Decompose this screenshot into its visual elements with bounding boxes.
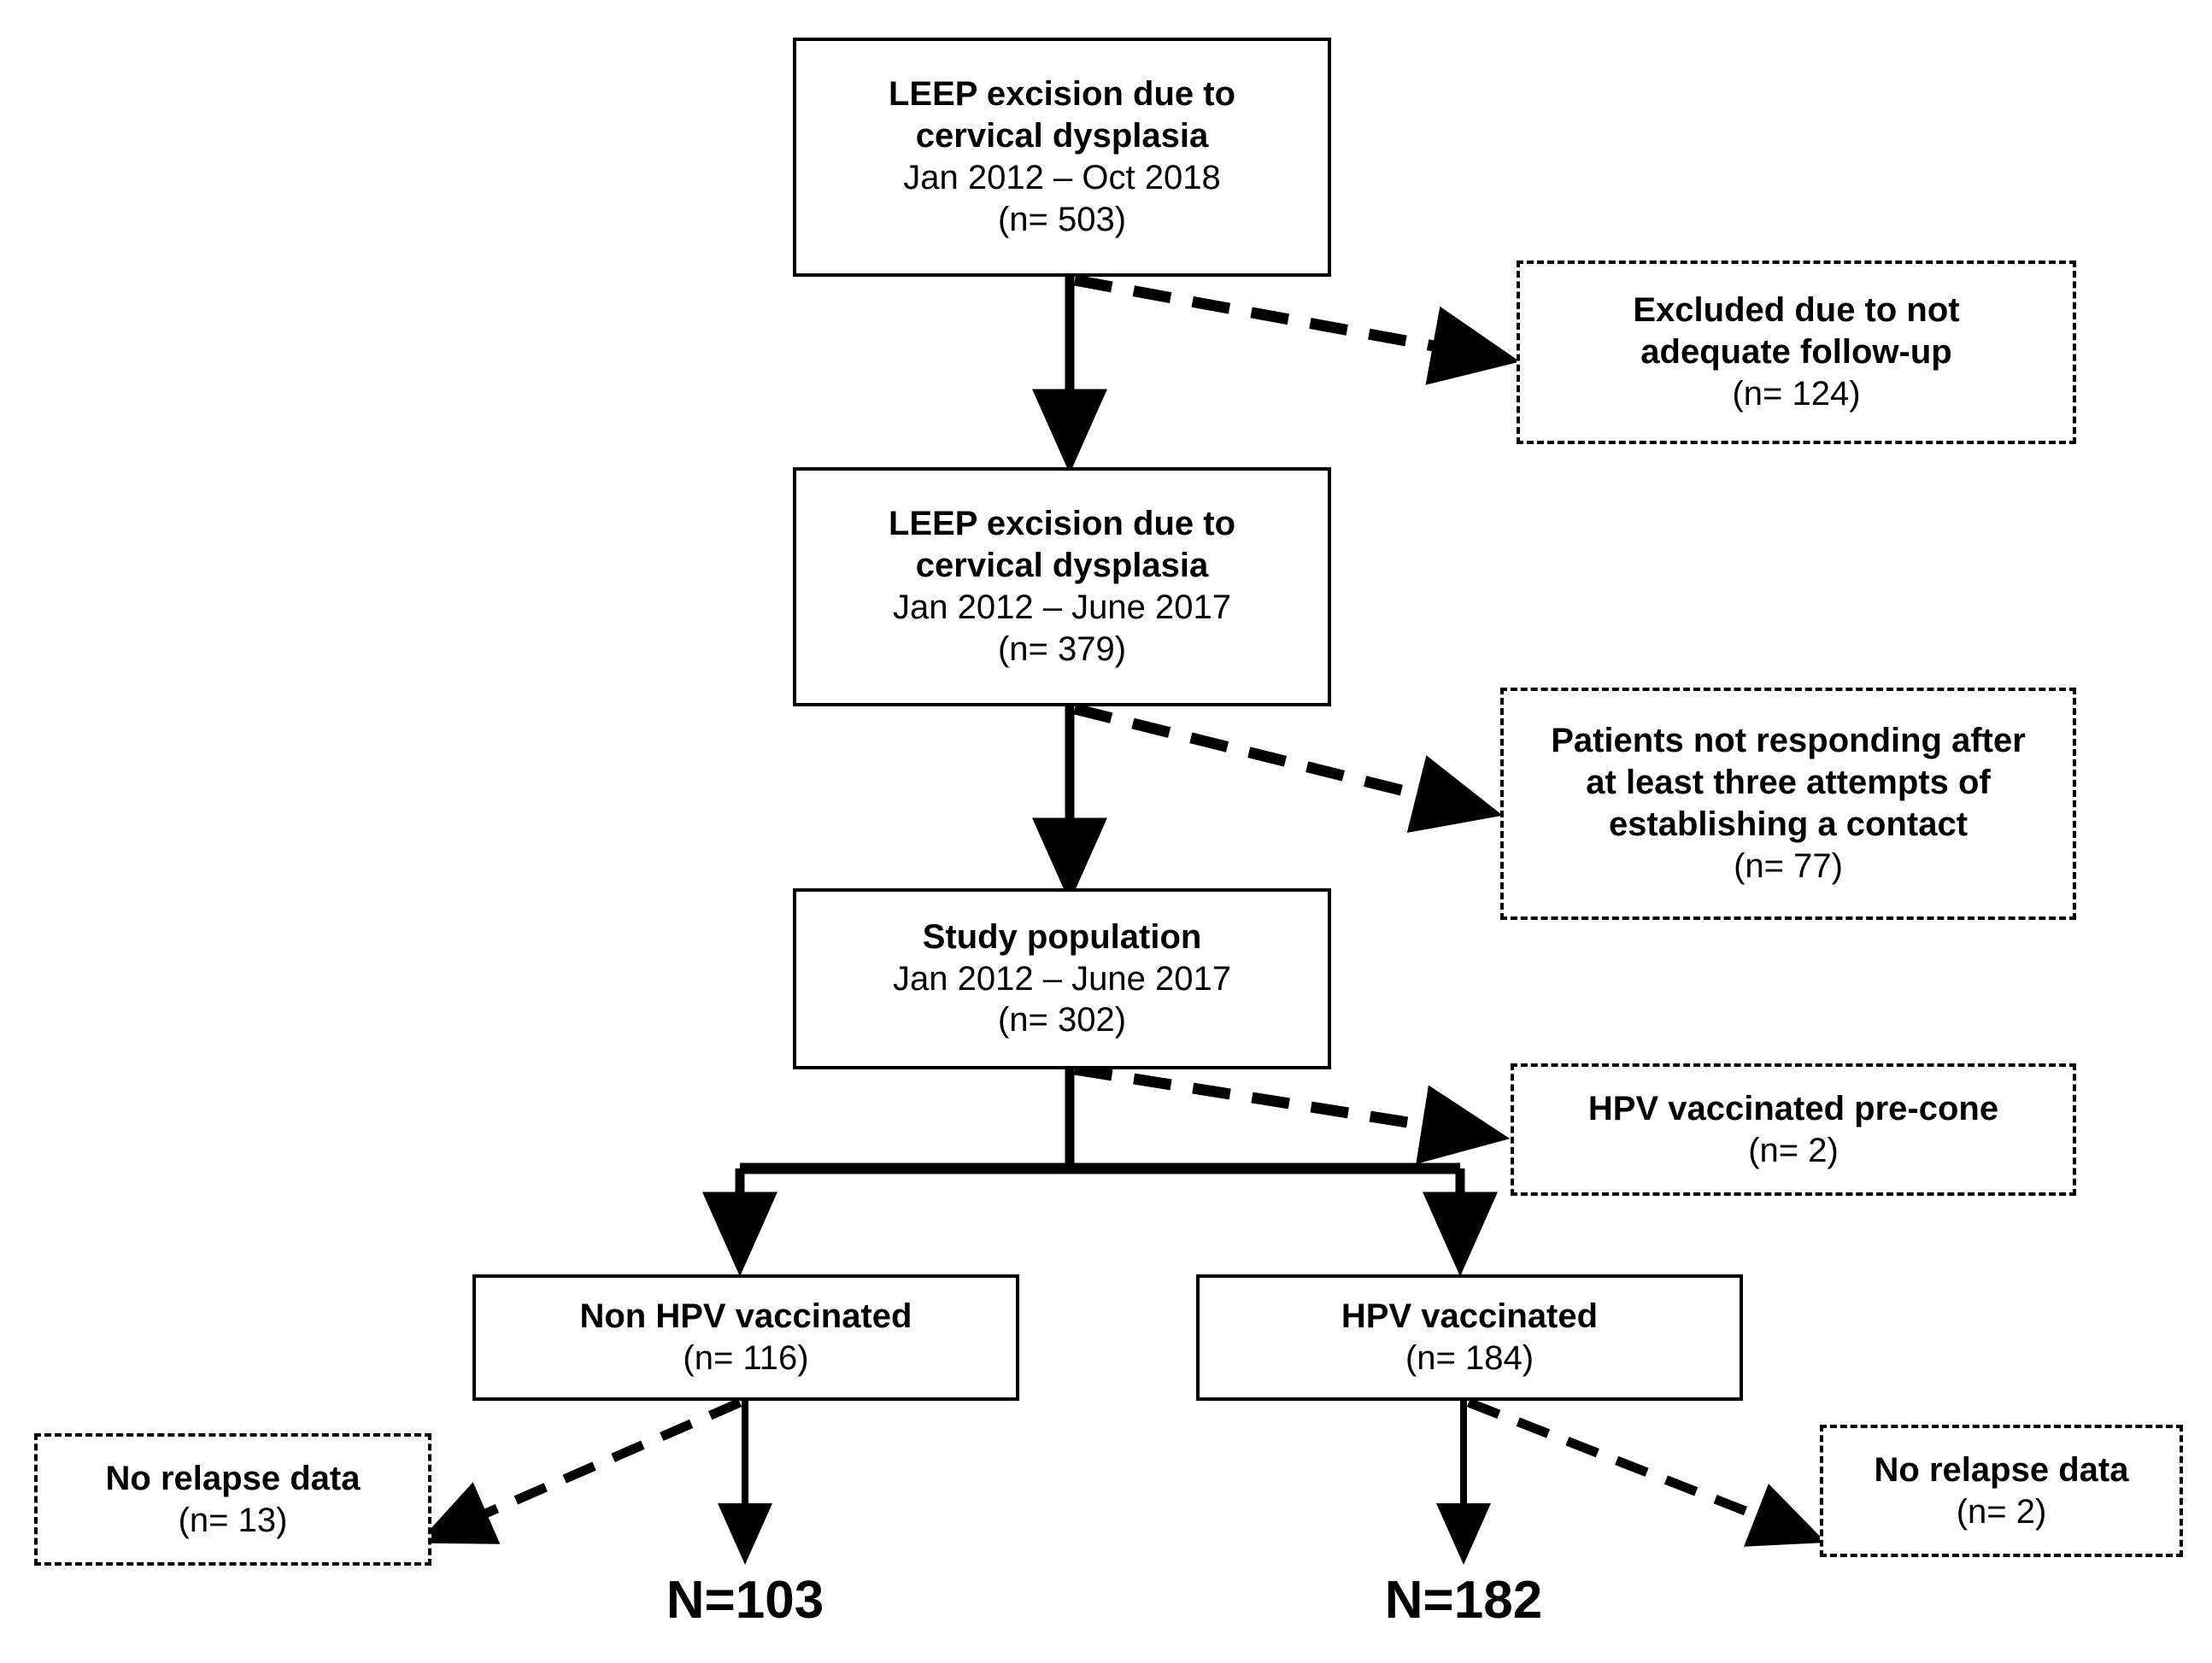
node-excluded-nonresponders-line-3: establishing a contact (1608, 805, 1969, 843)
node-no-relapse-left-line-1: No relapse data (105, 1459, 361, 1497)
node-source-cohort-line-1: LEEP excision due to (888, 75, 1236, 114)
node-study-population-line-1: Study population (922, 917, 1202, 956)
node-source-cohort-line-2: cervical dysplasia (915, 117, 1209, 155)
node-vaccinated-line-1: HPV vaccinated (1341, 1297, 1599, 1336)
node-non-vaccinated-line-2: (n= 116) (683, 1339, 809, 1377)
terminal-vaccinated-total: N=182 (1384, 1571, 1543, 1630)
node-excluded-nonresponders-line-2: at least three attempts of (1586, 764, 1991, 802)
node-study-population[interactable]: Study population Jan 2012 – June 2017 (n… (793, 888, 1331, 1069)
node-excluded-precone-line-2: (n= 2) (1748, 1131, 1839, 1169)
node-eligible-cohort-line-1: LEEP excision due to (888, 505, 1236, 543)
node-excluded-followup[interactable]: Excluded due to not adequate follow-up (… (1517, 261, 2076, 444)
node-excluded-followup-line-1: Excluded due to not (1633, 291, 1960, 330)
node-no-relapse-right-line-2: (n= 2) (1956, 1492, 2047, 1531)
arrow-study-to-excluded-precone (1073, 1063, 1511, 1164)
node-eligible-cohort-line-2: cervical dysplasia (915, 547, 1209, 585)
node-excluded-followup-line-3: (n= 124) (1732, 374, 1861, 413)
node-source-cohort-line-4: (n= 503) (997, 200, 1127, 238)
node-excluded-precone[interactable]: HPV vaccinated pre-cone (n= 2) (1511, 1063, 2076, 1196)
node-no-relapse-right[interactable]: No relapse data (n= 2) (1820, 1425, 2183, 1557)
terminal-non-vaccinated-total: N=103 (666, 1571, 824, 1630)
node-excluded-followup-line-2: adequate follow-up (1640, 333, 1952, 372)
node-eligible-cohort-line-4: (n= 379) (997, 629, 1127, 668)
node-source-cohort-line-3: Jan 2012 – Oct 2018 (903, 159, 1221, 196)
node-non-vaccinated-line-1: Non HPV vaccinated (579, 1297, 912, 1336)
node-non-vaccinated[interactable]: Non HPV vaccinated (n= 116) (472, 1274, 1019, 1401)
arrow-source-to-excluded-followup (1073, 274, 1521, 385)
node-study-population-line-3: (n= 302) (997, 1001, 1127, 1039)
node-no-relapse-left-line-2: (n= 13) (178, 1501, 288, 1539)
node-excluded-precone-line-1: HPV vaccinated pre-cone (1587, 1089, 1999, 1127)
node-no-relapse-left[interactable]: No relapse data (n= 13) (34, 1433, 431, 1566)
node-excluded-nonresponders-line-1: Patients not responding after (1551, 722, 2026, 760)
node-eligible-cohort[interactable]: LEEP excision due to cervical dysplasia … (793, 467, 1331, 706)
node-vaccinated-line-2: (n= 184) (1405, 1339, 1534, 1377)
node-source-cohort[interactable]: LEEP excision due to cervical dysplasia … (793, 38, 1331, 277)
node-study-population-line-2: Jan 2012 – June 2017 (893, 959, 1231, 998)
node-excluded-nonresponders[interactable]: Patients not responding after at least t… (1500, 688, 2076, 920)
node-excluded-nonresponders-line-4: (n= 77) (1734, 846, 1843, 885)
arrow-non-vaccinated-to-no-relapse (417, 1397, 742, 1544)
node-no-relapse-right-line-1: No relapse data (1874, 1450, 2129, 1489)
arrow-eligible-to-excluded-nonresponders (1073, 703, 1503, 833)
arrow-vaccinated-to-no-relapse (1466, 1397, 1827, 1547)
node-vaccinated[interactable]: HPV vaccinated (n= 184) (1196, 1274, 1743, 1401)
node-eligible-cohort-line-3: Jan 2012 – June 2017 (893, 588, 1231, 626)
